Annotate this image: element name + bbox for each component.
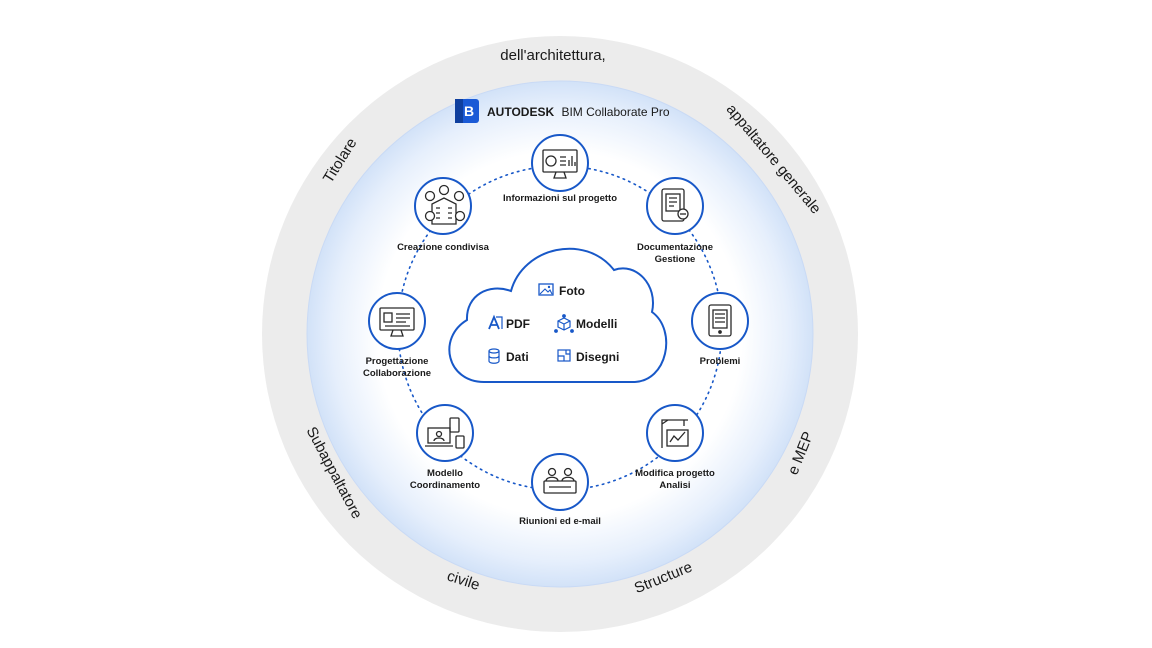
cloud-item-modelli: Modelli: [554, 314, 617, 333]
cloud-label-modelli: Modelli: [576, 317, 617, 331]
node-problemi: Problemi: [691, 292, 749, 367]
crane-chart-icon: [661, 419, 689, 448]
cloud-item-disegni: Disegni: [557, 349, 619, 364]
svg-text:AUTODESK BIM Collaborate: AUTODESK BIM Collaborate Pro: [487, 105, 670, 119]
meeting-people-icon: [543, 467, 577, 494]
node-creazione: Creazione condivisa: [397, 177, 490, 253]
cloud-item-pdf: PDF: [488, 314, 530, 331]
cloud-shape: [448, 247, 668, 383]
node-modello: Modello Coordinamento: [410, 404, 480, 491]
node-progettazione: Progettazione Collaborazione: [363, 292, 431, 379]
brand-company: AUTODESK: [487, 105, 554, 119]
node-label-modifica-1: Modifica progetto: [635, 468, 715, 479]
cloud-item-foto: Foto: [538, 283, 585, 298]
cloud-item-dati: Dati: [488, 348, 529, 364]
cloud-label-pdf: PDF: [506, 317, 530, 331]
ring-nodes: Informazioni sul progetto Documentazione…: [363, 134, 749, 527]
node-label-informazioni-1: Informazioni sul progetto: [503, 193, 617, 204]
monitor-form-icon: [379, 307, 415, 337]
node-label-progettazione-1: Progettazione: [366, 356, 429, 367]
node-documentazione: Documentazione Gestione: [637, 177, 713, 265]
brand-logo-letter: B: [464, 103, 474, 119]
ring-label-top: dell'architettura,: [500, 47, 605, 64]
building-users-icon: [424, 184, 466, 225]
tablet-list-icon: [708, 304, 732, 337]
node-informazioni: Informazioni sul progetto: [503, 134, 617, 204]
node-label-riunioni-1: Riunioni ed e-mail: [519, 516, 601, 527]
laptop-phone-icon: [425, 417, 465, 449]
brand-product: BIM Collaborate Pro: [561, 105, 669, 119]
tablet-document-icon: [661, 188, 689, 222]
node-label-progettazione-2: Collaborazione: [363, 368, 431, 379]
cloud-label-dati: Dati: [506, 350, 529, 364]
node-label-documentazione-2: Gestione: [655, 254, 696, 265]
drawing-icon: [557, 349, 571, 362]
database-icon: [488, 348, 500, 364]
image-icon: [538, 283, 554, 296]
node-modifica: Modifica progetto Analisi: [635, 404, 715, 491]
node-label-creazione-1: Creazione condivisa: [397, 242, 490, 253]
node-label-modello-2: Coordinamento: [410, 480, 480, 491]
cloud-items: Foto PDF Modelli: [488, 283, 619, 364]
cube-network-icon: [554, 314, 574, 333]
node-label-modifica-2: Analisi: [659, 480, 690, 491]
pdf-icon: [488, 314, 503, 330]
cloud-label-foto: Foto: [559, 284, 585, 298]
monitor-dashboard-icon: [542, 149, 578, 179]
cloud-label-disegni: Disegni: [576, 350, 619, 364]
node-label-problemi-1: Problemi: [700, 356, 741, 367]
node-label-modello-1: Modello: [427, 468, 463, 479]
brand-header: B AUTODESK BIM Collaborate Pro: [455, 99, 670, 123]
node-riunioni: Riunioni ed e-mail: [519, 453, 601, 527]
node-label-documentazione-1: Documentazione: [637, 242, 713, 253]
